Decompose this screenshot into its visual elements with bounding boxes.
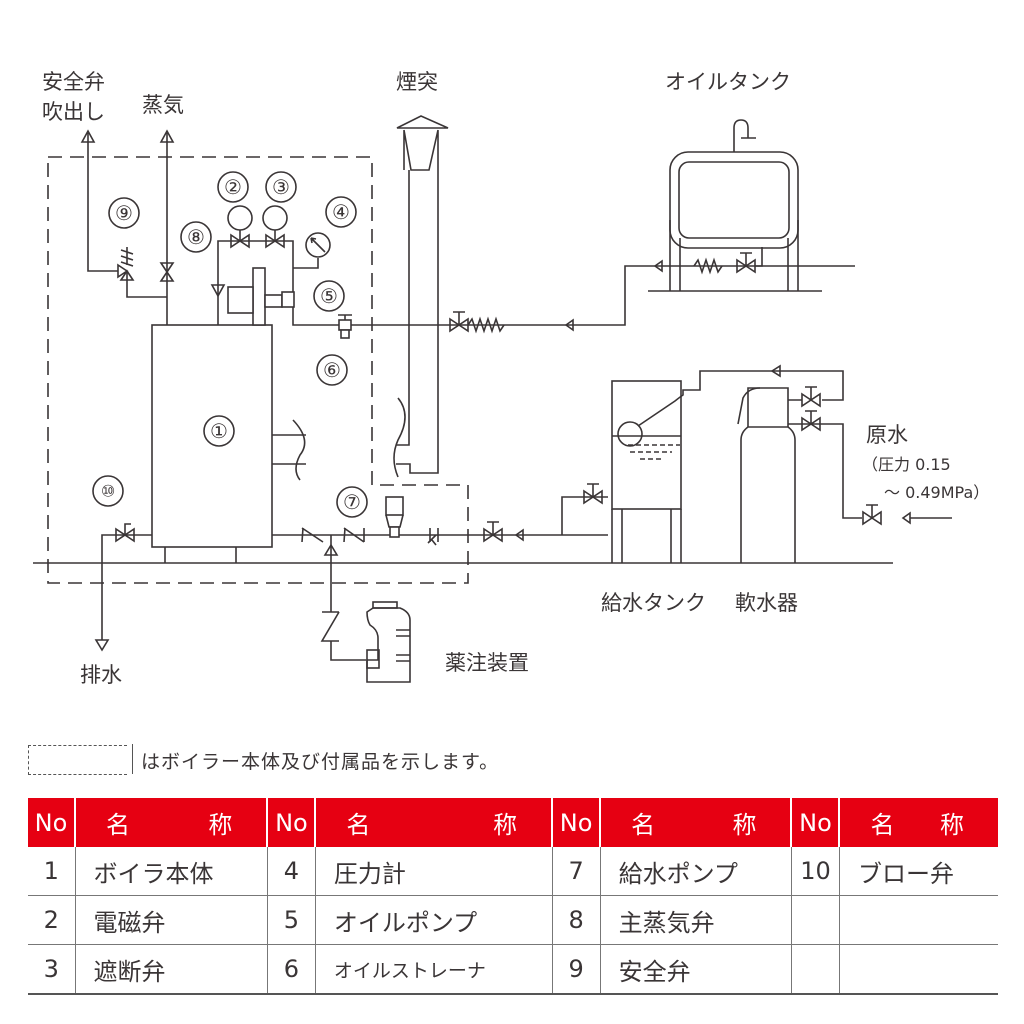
header-name: 名称 [315, 798, 554, 847]
marker-9: ⑨ [108, 197, 140, 229]
blow-valve-line [94, 523, 152, 652]
svg-text:③: ③ [272, 175, 290, 199]
label-raw-water-pressure-2: ～ 0.49MPa） [884, 483, 989, 502]
label-safety-valve-outlet-2: 吹出し [42, 100, 105, 124]
marker-8: ⑧ [180, 221, 212, 253]
safety-valve-line [80, 129, 167, 298]
part-no [791, 944, 840, 995]
parts-table: No 名称 No 名称 No 名称 No 名称 1 ボイラ本体 4 圧力計 7 … [28, 798, 998, 995]
header-name: 名称 [600, 798, 793, 847]
label-oil-tank: オイルタンク [665, 70, 791, 94]
svg-text:⑤: ⑤ [320, 284, 338, 308]
part-name [839, 895, 998, 945]
burner-assembly [210, 205, 345, 326]
part-name: オイルストレーナ [315, 944, 553, 995]
part-name: 安全弁 [600, 944, 792, 995]
header-name-char1: 名 [631, 811, 656, 839]
label-raw-water: 原水 [866, 423, 908, 447]
part-no: 10 [791, 847, 840, 896]
svg-text:⑨: ⑨ [115, 201, 133, 225]
table-row: 1 ボイラ本体 4 圧力計 7 給水ポンプ 10 ブロー弁 [28, 847, 998, 896]
svg-text:④: ④ [332, 200, 350, 224]
table-row: 2 電磁弁 5 オイルポンプ 8 主蒸気弁 [28, 895, 998, 945]
header-name-char2: 称 [493, 811, 518, 839]
marker-3: ③ [265, 171, 297, 203]
legend: はボイラー本体及び付属品を示します。 [28, 743, 499, 777]
parts-table-header: No 名称 No 名称 No 名称 No 名称 [28, 798, 998, 847]
legend-dashed-box [28, 744, 133, 775]
part-name [839, 944, 998, 995]
feed-water-line [272, 483, 608, 661]
label-steam: 蒸気 [142, 93, 184, 117]
boiler-system-diagram: 安全弁 吹出し 蒸気 煙突 オイルタンク 原水 （圧力 0.15 ～ 0.49M… [33, 70, 989, 687]
header-name-char2: 称 [940, 811, 964, 839]
boiler-boundary [47, 156, 469, 584]
svg-text:②: ② [224, 175, 242, 199]
main-steam-line [159, 129, 175, 325]
boiler-body [151, 324, 306, 563]
header-name-char2: 称 [732, 811, 757, 839]
feed-water-tank [611, 364, 844, 563]
label-safety-valve-outlet: 安全弁 [42, 70, 105, 94]
water-softener [737, 386, 952, 563]
part-name: 圧力計 [315, 847, 553, 896]
header-name-char1: 名 [106, 811, 130, 839]
header-no: No [28, 798, 76, 847]
header-no: No [552, 798, 602, 847]
header-name-char1: 名 [870, 811, 895, 839]
part-name: ボイラ本体 [75, 847, 268, 896]
marker-1: ① [203, 415, 235, 447]
header-name-char1: 名 [346, 811, 371, 839]
part-no: 7 [552, 847, 601, 896]
svg-text:⑦: ⑦ [343, 490, 361, 514]
part-no: 9 [552, 944, 601, 995]
part-no: 8 [552, 895, 601, 945]
header-name: 名称 [839, 798, 998, 847]
svg-text:⑩: ⑩ [101, 482, 115, 501]
svg-text:⑥: ⑥ [323, 358, 341, 382]
svg-text:⑧: ⑧ [187, 225, 205, 249]
part-name: オイルポンプ [315, 895, 553, 945]
part-no: 2 [28, 895, 76, 945]
part-no [791, 895, 840, 945]
label-drain: 排水 [80, 663, 122, 687]
part-no: 5 [267, 895, 316, 945]
legend-text: はボイラー本体及び付属品を示します。 [141, 750, 500, 773]
part-name: 遮断弁 [75, 944, 268, 995]
header-no: No [791, 798, 841, 847]
part-name: ブロー弁 [839, 847, 998, 896]
marker-2: ② [217, 171, 249, 203]
chemical-injector [366, 601, 411, 683]
header-name-char2: 称 [208, 811, 233, 839]
table-row: 3 遮断弁 6 オイルストレーナ 9 安全弁 [28, 944, 998, 995]
oil-line [338, 247, 855, 339]
marker-7: ⑦ [336, 486, 368, 518]
label-raw-water-pressure: （圧力 0.15 [862, 455, 951, 474]
label-water-softener: 軟水器 [735, 591, 798, 615]
chimney [393, 115, 449, 478]
part-no: 4 [267, 847, 316, 896]
part-no: 3 [28, 944, 76, 995]
part-name: 電磁弁 [75, 895, 268, 945]
label-feed-water-tank: 給水タンク [601, 591, 706, 615]
oil-tank [648, 119, 822, 292]
part-name: 主蒸気弁 [600, 895, 792, 945]
label-chemical-injector: 薬注装置 [445, 651, 529, 675]
marker-5: ⑤ [313, 280, 345, 312]
part-name: 給水ポンプ [600, 847, 792, 896]
marker-6: ⑥ [316, 354, 348, 386]
svg-text:①: ① [210, 419, 228, 443]
marker-10: ⑩ [92, 475, 124, 507]
marker-4: ④ [325, 196, 357, 228]
header-no: No [267, 798, 317, 847]
header-name: 名称 [75, 798, 269, 847]
part-no: 6 [267, 944, 316, 995]
label-chimney: 煙突 [396, 70, 438, 94]
part-no: 1 [28, 847, 76, 896]
